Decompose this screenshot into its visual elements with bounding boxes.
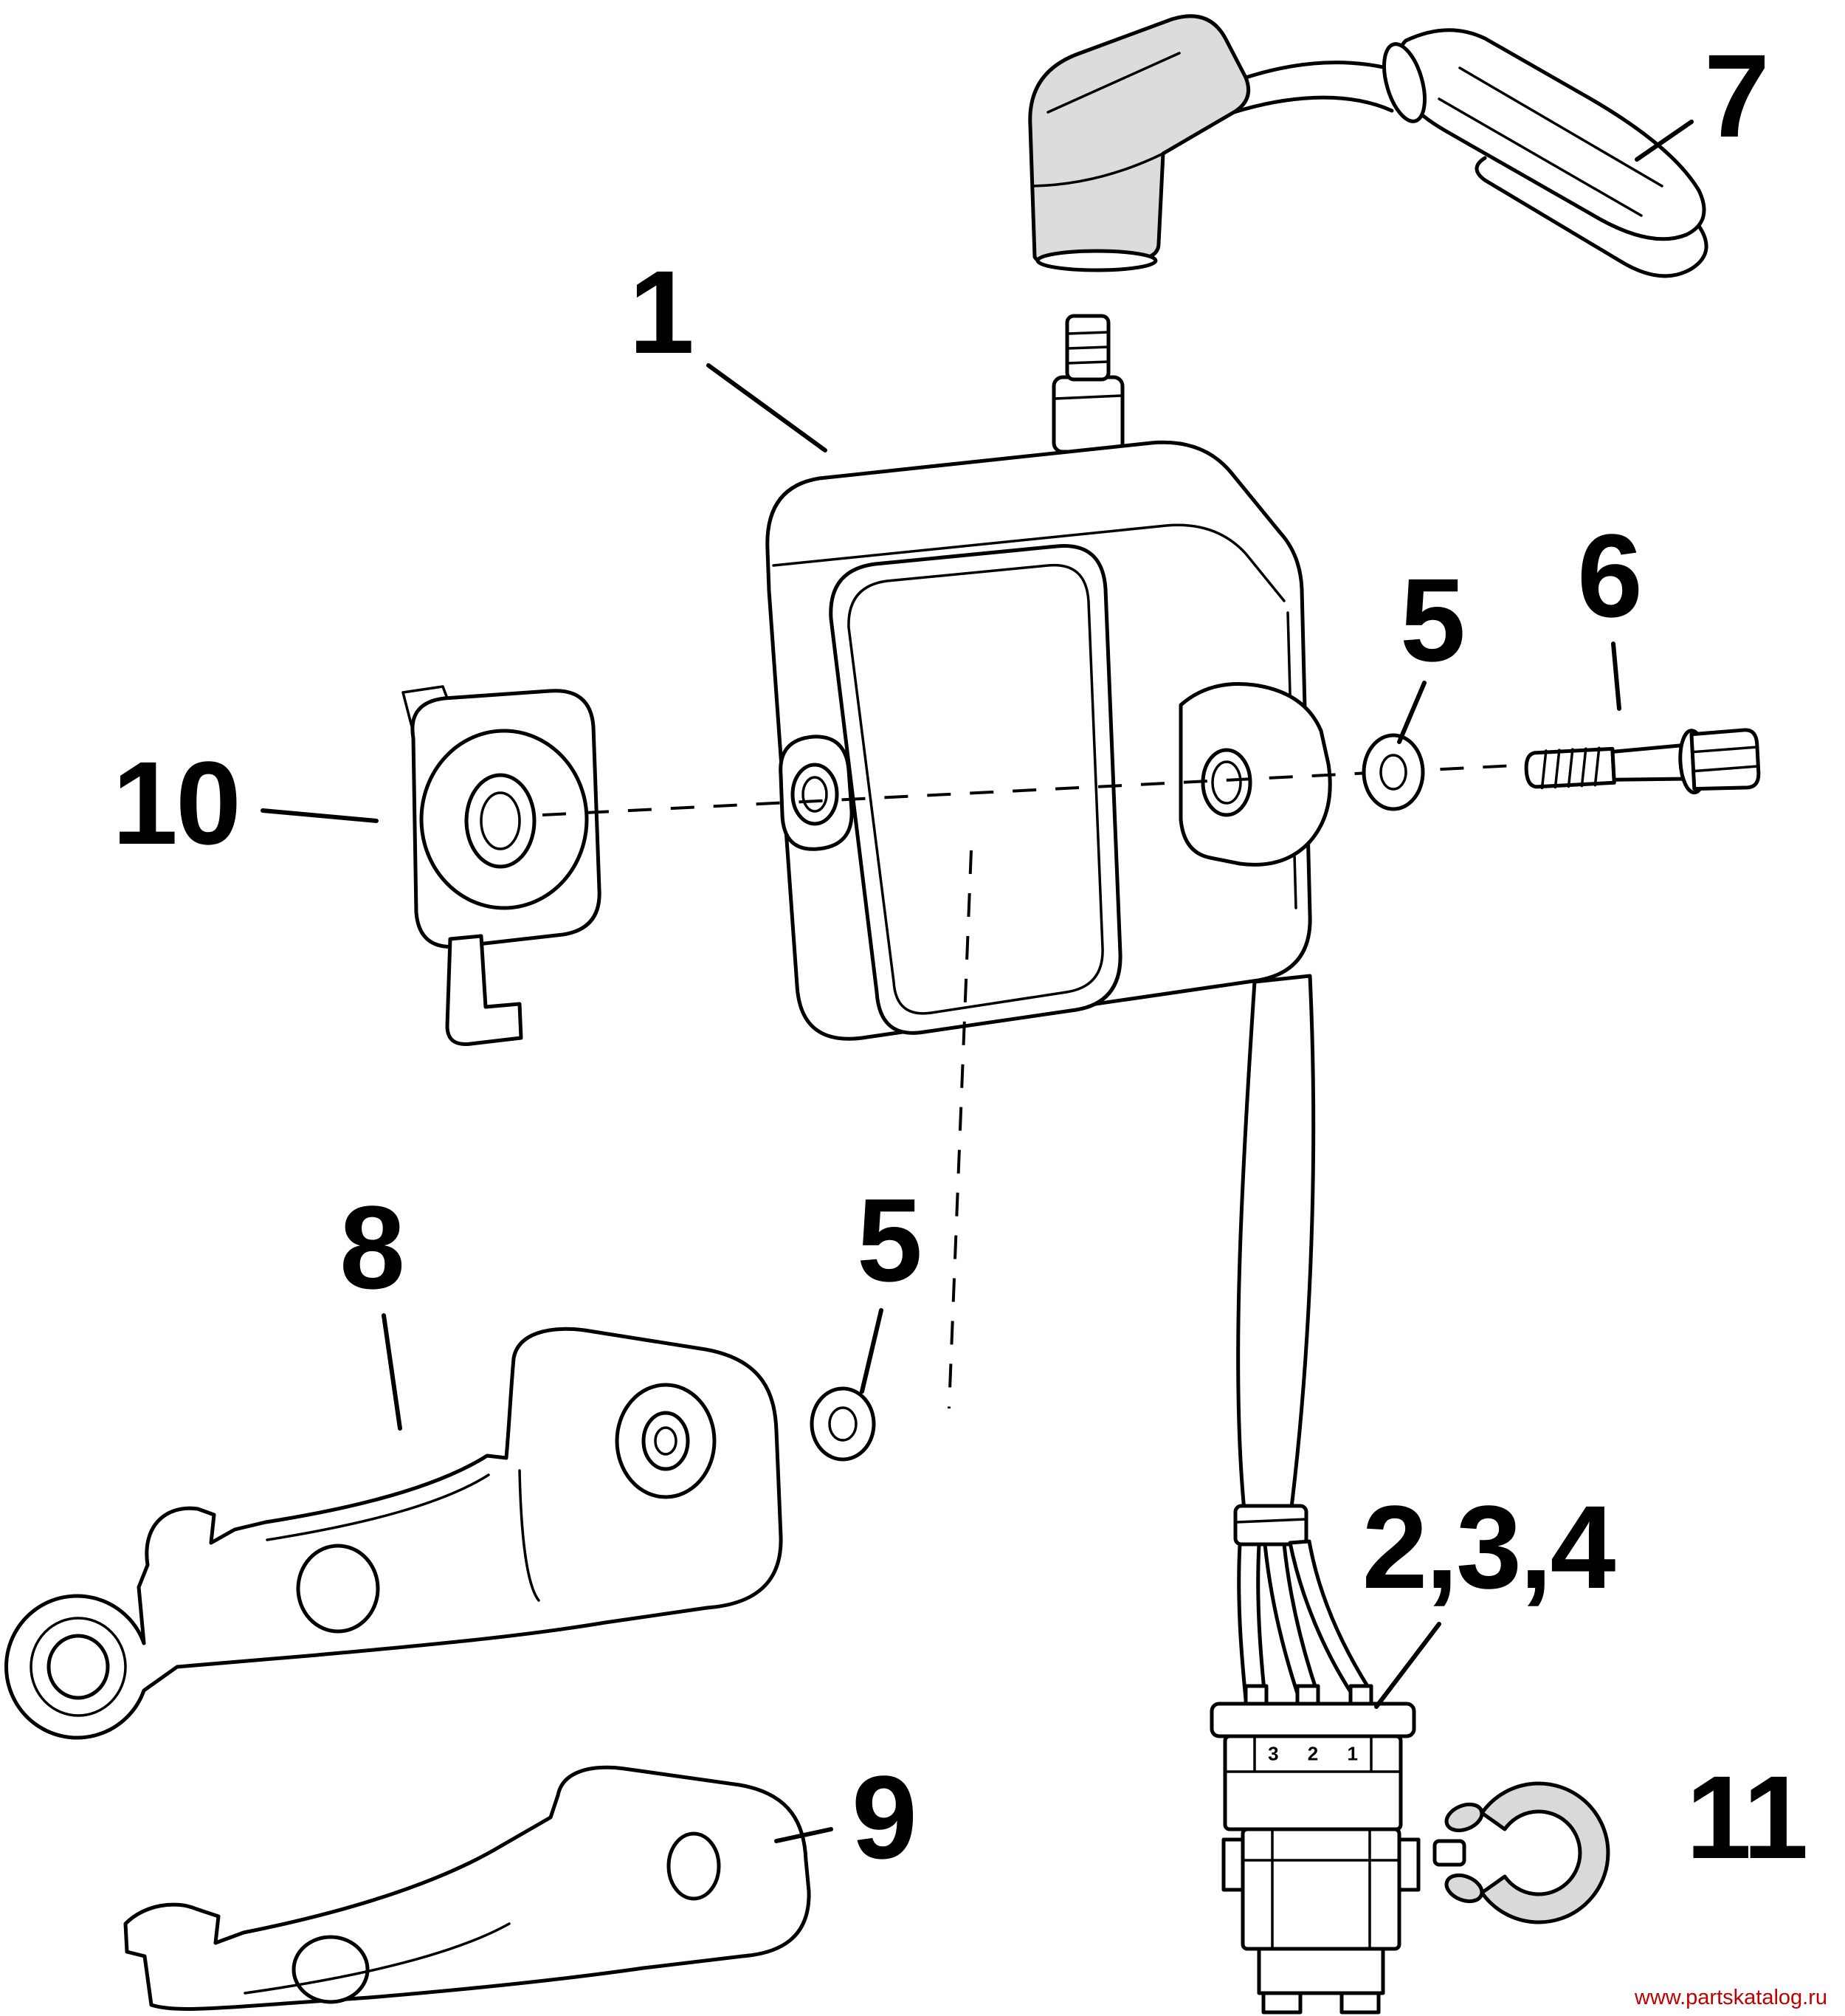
callout-6: 6: [1577, 509, 1643, 641]
lead-wire: [1232, 61, 1401, 114]
elbow-opening: [1035, 249, 1158, 272]
bolt-hex-facets: [1692, 746, 1759, 773]
part-1-ignition-coil: [765, 314, 1332, 1041]
grommet-leg: [445, 934, 523, 1046]
grommet-hole-outer: [464, 773, 537, 869]
coil-right-lug-hole: [1201, 748, 1252, 817]
washer-lower-hole: [828, 1406, 858, 1442]
coil-terminal-ribs: [1066, 331, 1110, 365]
connector-latch-lines: [1241, 1828, 1401, 1950]
boot-open-end: [1382, 42, 1427, 123]
bracket8-bend-lines: [266, 1469, 540, 1602]
clip-stub: [1432, 1839, 1466, 1867]
connector-nose: [1257, 1947, 1385, 1995]
callout-7: 7: [1704, 30, 1770, 162]
callout-9: 9: [852, 1751, 917, 1883]
cable-collar-line: [1235, 1518, 1308, 1524]
callout-10: 10: [112, 737, 241, 869]
bracket8-body: [4, 1327, 783, 1740]
coil-terminal-base-line: [1054, 394, 1122, 400]
boot-bail-wire: [1475, 156, 1708, 278]
coil-left-ear-hole: [790, 763, 839, 826]
boot-body: [1394, 28, 1706, 241]
part-11-clip: [1432, 1781, 1610, 1924]
spark-lead-elbow: [1028, 14, 1401, 272]
centerline-vertical: [948, 850, 973, 1409]
clip-ring: [1480, 1781, 1610, 1924]
washer-lower-outer: [810, 1386, 876, 1462]
bracket8-arm-hole: [296, 1544, 380, 1634]
coil-lid-seam: [772, 523, 1286, 602]
connector-pin-labels: 3 2 1: [1268, 1742, 1370, 1765]
callout-11: 11: [1686, 1751, 1808, 1883]
boot-ridges: [1438, 66, 1663, 217]
washer-upper-hole: [1379, 754, 1407, 791]
connector-flange: [1210, 1702, 1416, 1738]
cable-collar: [1233, 1504, 1308, 1547]
callout-8: 8: [339, 1181, 405, 1313]
grommet-hole-inner: [480, 791, 521, 850]
callout-2-3-4: 2,3,4: [1362, 1481, 1616, 1613]
bracket8-ring-hole: [46, 1634, 110, 1700]
connector-wings: [1221, 1837, 1421, 1892]
bracket8-ring-face: [30, 1617, 127, 1717]
bracket8-boss-hole: [641, 1411, 690, 1471]
clip-end-curl-bottom: [1444, 1873, 1484, 1904]
bolt-hex-head: [1689, 728, 1761, 791]
bolt-shank: [1610, 743, 1691, 782]
connector-lower-body: [1241, 1827, 1401, 1951]
coil-front-panel: [829, 543, 1122, 1035]
harness-wires: [1237, 1539, 1373, 1702]
part-7-plug-boot: [1382, 28, 1708, 278]
harness-and-connector: [1210, 974, 1421, 2015]
bracket9-body: [123, 1765, 811, 2011]
clip-end-curl-top: [1444, 1802, 1484, 1833]
connector-body-lines: [1224, 1735, 1402, 1773]
part-9-bracket: [123, 1765, 811, 2011]
elbow-mold-lines: [1032, 52, 1181, 188]
bracket9-arm-hole: [292, 1935, 370, 2004]
coil-cable: [1236, 974, 1316, 1513]
coil-front-panel-inset: [847, 563, 1104, 1015]
watermark-text: www.partskatalog.ru: [1634, 1986, 1827, 2009]
part-5-washer-upper: [1362, 733, 1425, 811]
part-6-bolt: [1524, 728, 1761, 795]
coil-right-lug-hole-inner: [1211, 760, 1242, 805]
washer-upper-outer: [1362, 733, 1425, 811]
bracket9-head-hole: [666, 1831, 721, 1901]
part-10-grommet: [401, 685, 601, 1046]
bolt-threads: [1540, 746, 1601, 790]
callout-5-upper: 5: [1400, 554, 1466, 686]
bracket8-boss-hole-inner: [654, 1426, 677, 1456]
part-5-washer-lower: [810, 1386, 876, 1462]
leader-lines: [261, 120, 1694, 1843]
grommet-top-tab: [401, 685, 449, 734]
elbow-boot: [1028, 14, 1250, 266]
callout-5-lower: 5: [857, 1174, 922, 1306]
bracket9-bend-line: [244, 1922, 511, 1995]
coil-right-lug: [1179, 682, 1332, 867]
coil-left-ear-hole-inner: [801, 776, 828, 813]
coil-terminal-base: [1052, 375, 1125, 454]
connector-feet: [1261, 1991, 1381, 2015]
callout-1: 1: [629, 246, 694, 378]
part-8-bracket: [4, 1327, 783, 1740]
